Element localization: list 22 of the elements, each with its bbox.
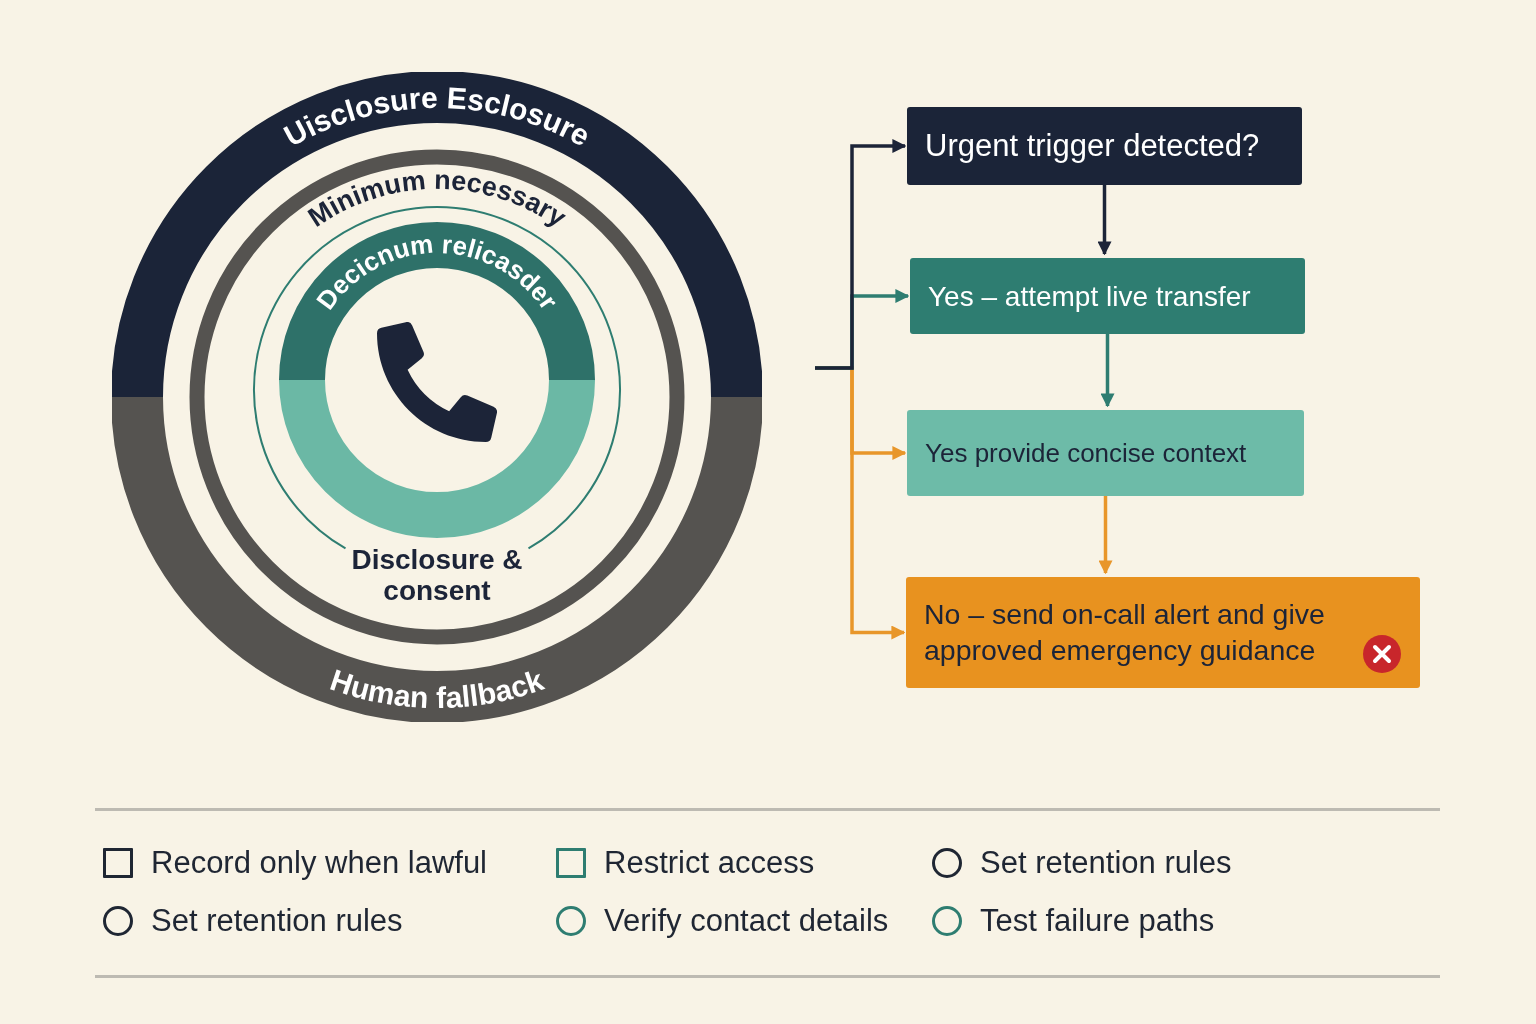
arrow [1100, 334, 1115, 408]
checklist-item: Set retention rules [151, 903, 403, 939]
ring-label: Human fallback [326, 663, 548, 715]
checklist-item: Test failure paths [980, 903, 1215, 939]
arrow [1098, 496, 1113, 575]
ring [187, 147, 687, 647]
checklist-item: Verify contact details [604, 903, 889, 939]
ring [112, 72, 762, 722]
box-text: No – send on-call alert and give approved emergency guidance [924, 596, 1326, 668]
process-box [906, 577, 1420, 688]
arrow [1097, 185, 1112, 256]
process-box [907, 410, 1304, 496]
decision-box [907, 107, 1302, 185]
process-box [910, 258, 1305, 334]
checklist-item: Set retention rules [980, 845, 1232, 881]
ring-label: Disclosure & consent [350, 545, 524, 607]
checklist-item: Record only when lawful [151, 845, 487, 881]
box-text: Yes provide concise context [925, 436, 1248, 470]
box-text: Urgent trigger detected? [925, 126, 1261, 165]
arrow [815, 139, 907, 370]
checklist-item: Restrict access [604, 845, 815, 881]
box-text: Yes – attempt live transfer [928, 279, 1252, 314]
